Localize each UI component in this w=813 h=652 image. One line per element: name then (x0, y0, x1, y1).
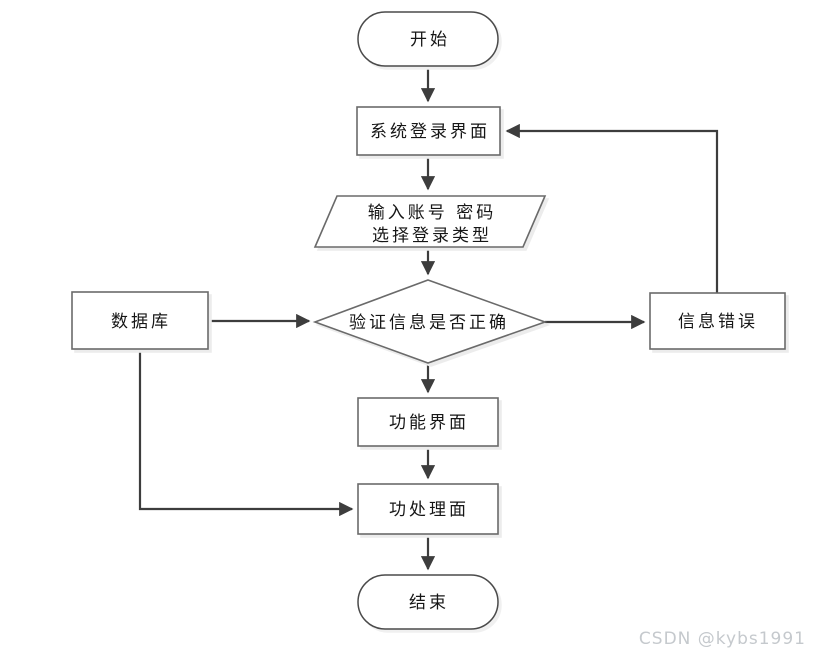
node-info-error: 信息错误 (649, 292, 786, 350)
verify-label: 验证信息是否正确 (349, 313, 509, 333)
function-screen-label: 功能界面 (389, 413, 469, 433)
node-input-credentials: 输入账号 密码 选择登录类型 (313, 195, 547, 248)
node-verify-decision: 验证信息是否正确 (312, 279, 548, 364)
database-label: 数据库 (111, 312, 171, 332)
node-database: 数据库 (71, 291, 209, 350)
start-terminator-shape (357, 11, 499, 67)
node-start: 开始 (357, 11, 499, 67)
node-function-screen: 功能界面 (357, 397, 499, 447)
database-rect (71, 291, 209, 350)
function-screen-rect (357, 397, 499, 447)
csdn-watermark: CSDN @kybs1991 (639, 629, 806, 649)
input-credentials-line1: 输入账号 密码 (368, 203, 496, 223)
end-terminator-shape (357, 574, 499, 630)
login-screen-label: 系统登录界面 (370, 122, 490, 142)
edge-error-to-login (505, 123, 719, 293)
node-end: 结束 (357, 574, 499, 630)
decision-diamond-shape (312, 279, 548, 364)
login-screen-rect (356, 106, 501, 156)
node-login-screen: 系统登录界面 (356, 106, 501, 156)
function-process-label: 功处理面 (389, 500, 469, 520)
edge-database-to-process (138, 349, 354, 517)
node-function-process: 功处理面 (357, 483, 499, 535)
input-parallelogram-shape (313, 195, 547, 248)
info-error-label: 信息错误 (678, 312, 758, 332)
input-credentials-line2: 选择登录类型 (372, 226, 492, 246)
function-process-rect (357, 483, 499, 535)
end-label: 结束 (409, 593, 449, 613)
info-error-rect (649, 292, 786, 350)
start-label: 开始 (410, 30, 450, 50)
